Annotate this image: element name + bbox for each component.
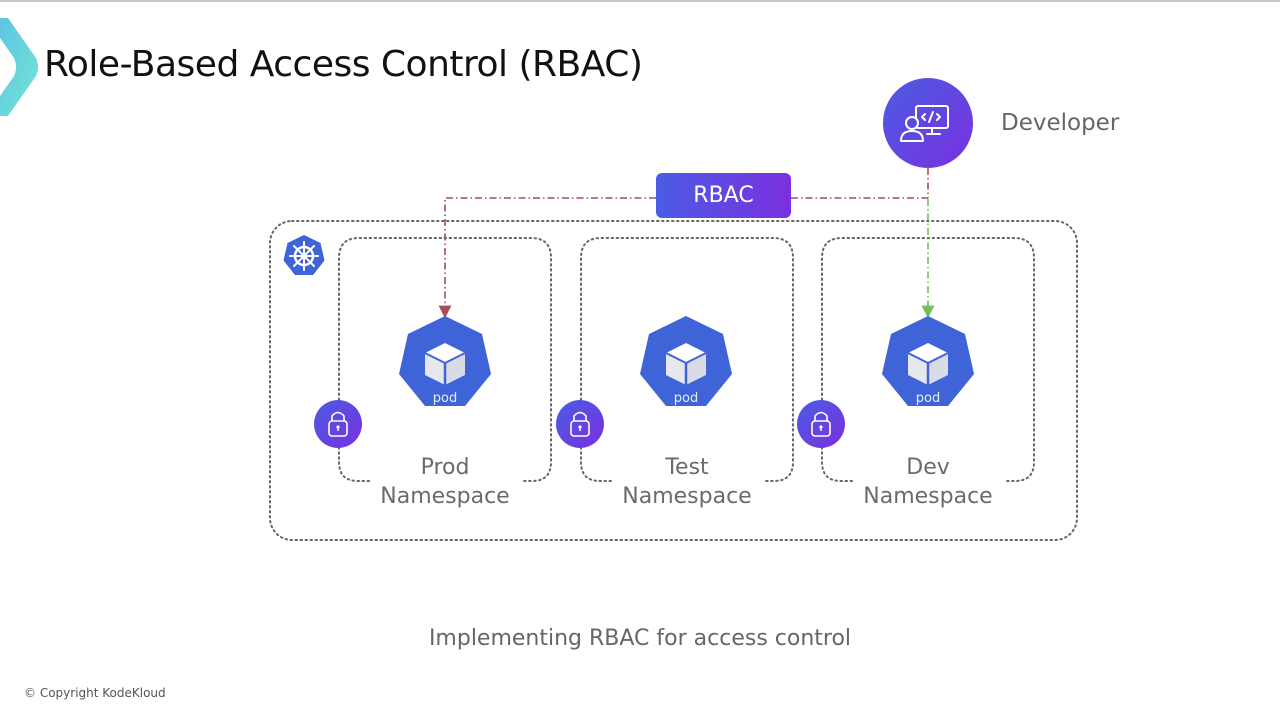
kubernetes-helm-icon [283, 235, 325, 275]
namespace-name: Test [665, 455, 709, 480]
namespace-name: Dev [906, 455, 950, 480]
namespace-label-test: Test Namespace [587, 453, 787, 511]
rbac-box[interactable]: RBAC [656, 173, 791, 218]
namespace-suffix: Namespace [380, 484, 510, 509]
pod-label: pod [674, 391, 698, 406]
pod-dev[interactable]: pod [880, 314, 976, 408]
developer-label: Developer [1001, 110, 1120, 136]
top-border [0, 0, 1280, 2]
lock-icon [313, 399, 363, 449]
rbac-label: RBAC [693, 183, 754, 208]
pod-test[interactable]: pod [638, 314, 734, 408]
pod-prod[interactable]: pod [397, 314, 493, 408]
copyright-notice: © Copyright KodeKloud [24, 686, 166, 700]
lock-icon [555, 399, 605, 449]
lock-icon [796, 399, 846, 449]
cluster-boundary [269, 220, 1078, 541]
namespace-name: Prod [420, 455, 470, 480]
pod-label: pod [916, 391, 940, 406]
namespace-label-prod: Prod Namespace [345, 453, 545, 511]
pod-label: pod [433, 391, 457, 406]
developer-code-icon[interactable] [883, 78, 973, 168]
slide-title: Role-Based Access Control (RBAC) [44, 44, 643, 85]
slide-caption: Implementing RBAC for access control [428, 626, 852, 651]
namespace-box-test [580, 237, 794, 482]
rbac-line-to-prod [438, 197, 656, 319]
namespace-label-dev: Dev Namespace [828, 453, 1028, 511]
kodekloud-logo-chevron [0, 18, 38, 116]
namespace-suffix: Namespace [863, 484, 993, 509]
namespace-box-prod [338, 237, 552, 482]
namespace-box-dev [821, 237, 1035, 482]
namespace-suffix: Namespace [622, 484, 752, 509]
